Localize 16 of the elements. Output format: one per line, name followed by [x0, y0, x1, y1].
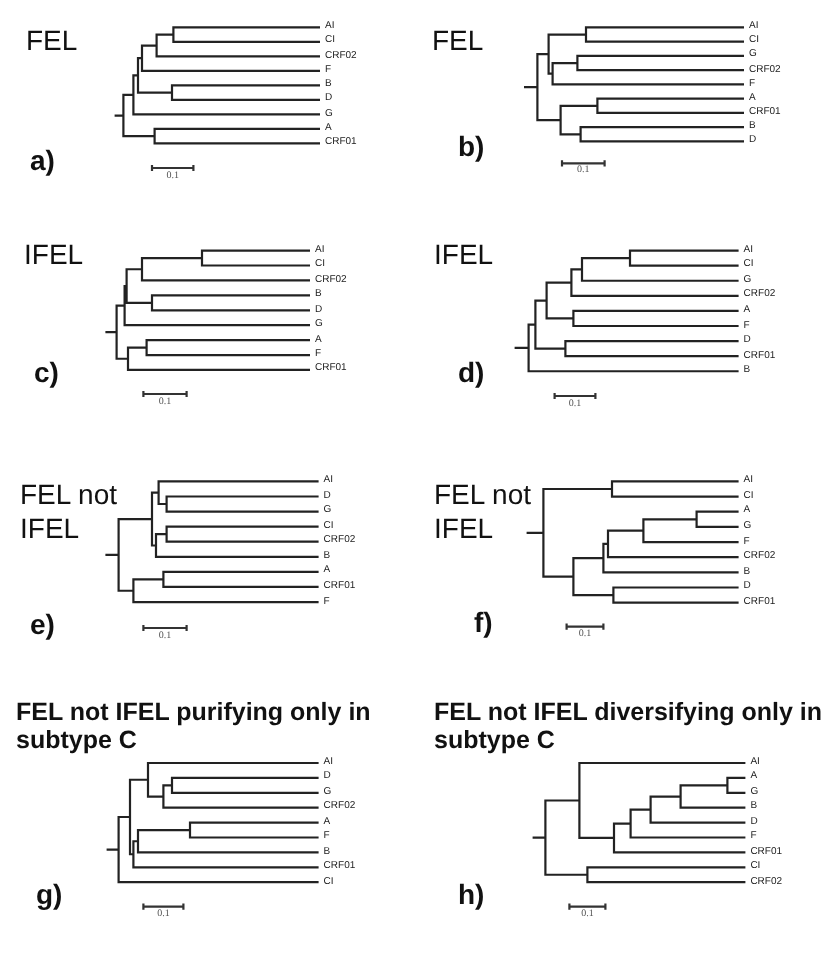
- panel-title: IFEL: [434, 237, 494, 271]
- panel-label: h): [458, 878, 485, 910]
- panel-title: FEL not IFEL purifying only in subtype C: [16, 698, 371, 754]
- panel-title: IFEL: [24, 237, 84, 271]
- panel-label: g): [36, 878, 63, 910]
- panel-label: c): [34, 356, 59, 388]
- panel-title: FEL: [432, 23, 484, 57]
- panel-label: b): [458, 130, 485, 162]
- panel-title: FEL not IFEL diversifying only in subtype C: [434, 698, 823, 754]
- panel-title: FEL not IFEL: [434, 477, 532, 543]
- panel-label: a): [30, 144, 55, 176]
- panel-title: FEL not IFEL: [20, 477, 118, 543]
- panel-title: FEL: [26, 23, 78, 57]
- panel-label: f): [474, 606, 493, 638]
- panel-label: e): [30, 608, 55, 640]
- panel-label: d): [458, 356, 485, 388]
